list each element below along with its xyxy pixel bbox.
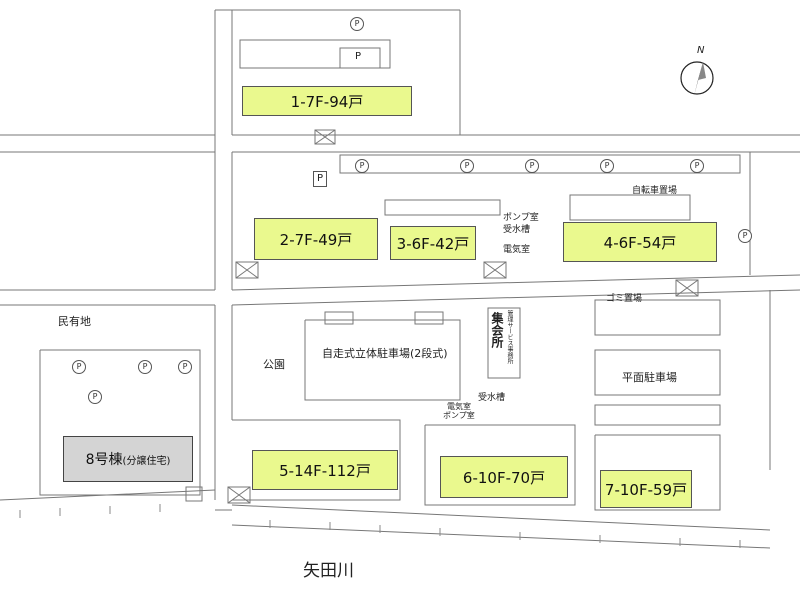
parking-icon: P [738, 229, 752, 243]
parking-icon: P [600, 159, 614, 173]
parking-icon: P [178, 360, 192, 374]
electric-room-label: 電気室 [503, 245, 531, 255]
parking-icon: P [72, 360, 86, 374]
pump-room-label: ポンプ室 [503, 213, 539, 223]
river-label: 矢田川 [303, 561, 354, 581]
meeting-hall-label: 集会所 [490, 312, 504, 348]
parking-icon: P [525, 159, 539, 173]
building-3[interactable]: 3-6F-42戸 [390, 226, 476, 260]
building-7[interactable]: 7-10F-59戸 [600, 470, 692, 508]
parking-icon: P [138, 360, 152, 374]
building-8[interactable]: 8号棟(分譲住宅) [63, 436, 193, 482]
building-2[interactable]: 2-7F-49戸 [254, 218, 378, 260]
water-tank-label-2: 受水槽 [478, 393, 506, 403]
building-1[interactable]: 1-7F-94戸 [242, 86, 412, 116]
private-land-label: 民有地 [58, 315, 91, 328]
flat-parking-label: 平面駐車場 [622, 371, 677, 384]
management-office-label: 管理サービス事務所 [506, 310, 513, 364]
building-4[interactable]: 4-6F-54戸 [563, 222, 717, 262]
building-5[interactable]: 5-14F-112戸 [252, 450, 398, 490]
parking-structure-label: 自走式立体駐車場(2段式) [322, 347, 448, 360]
parking-icon: P [690, 159, 704, 173]
parking-icon: P [460, 159, 474, 173]
garbage-label: ゴミ置場 [606, 294, 643, 304]
parking-icon: P [355, 159, 369, 173]
park-label: 公園 [263, 358, 285, 371]
pump-room-label-2: ポンプ室 [443, 411, 475, 420]
building-6[interactable]: 6-10F-70戸 [440, 456, 568, 498]
north-label: N [697, 45, 705, 56]
building-8-note: (分譲住宅) [122, 455, 171, 467]
electric-room-label-2: 電気室 [447, 402, 471, 411]
parking-mark: P [313, 171, 328, 187]
bicycle-parking-label: 自転車置場 [632, 186, 678, 196]
building-8-label: 8号棟 [85, 452, 123, 468]
north-arrow-icon [680, 61, 714, 96]
water-tank-label: 受水槽 [503, 225, 531, 235]
parking-mark: P [355, 51, 362, 62]
parking-icon: P [350, 17, 364, 31]
parking-icon: P [88, 390, 102, 404]
